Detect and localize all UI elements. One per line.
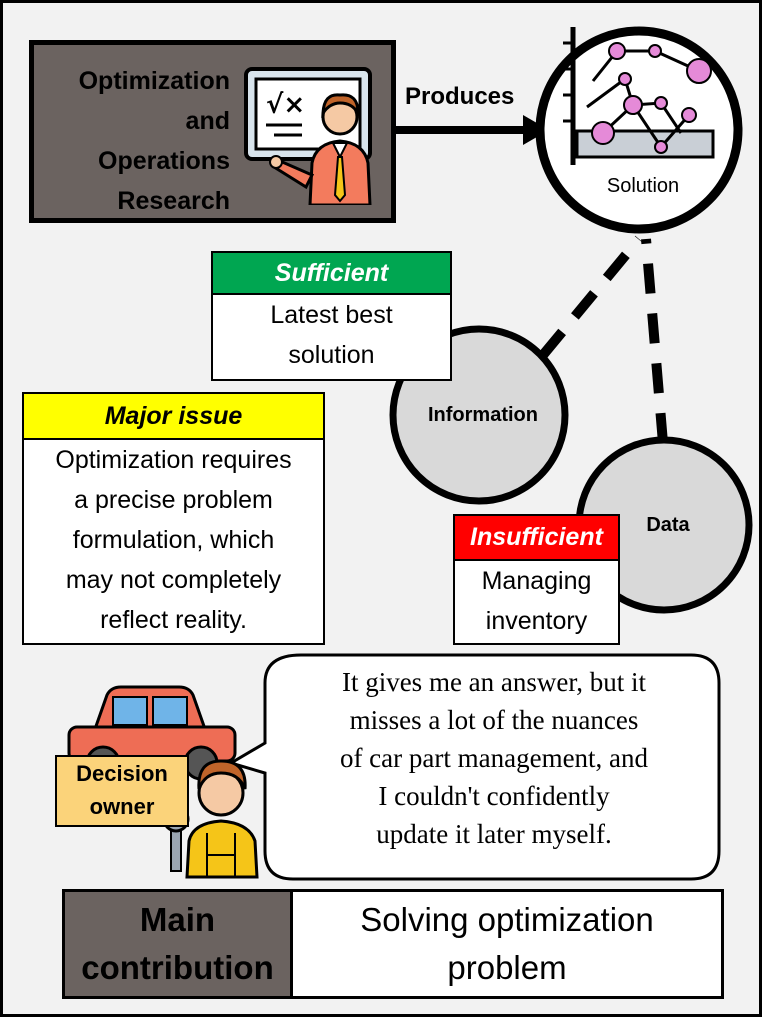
teacher-icon: √× [244,67,372,205]
major-issue-tag-body: Optimization requires a precise problem … [55,446,292,634]
insufficient-tag-body: Managing inventory [481,567,592,635]
mechanic-icon [162,759,259,879]
info-solution-dashed-link [539,235,643,359]
chart-icon [563,27,715,165]
insufficient-tag: Insufficient Managing inventory [453,514,620,645]
speech-bubble [227,653,721,881]
data-node-label: Data [646,514,690,536]
svg-text:√×: √× [266,90,305,120]
data-solution-dashed-link [641,238,668,444]
research-box: Optimization and Operations Research √× [29,40,396,223]
research-box-title: Optimization and Operations Research [78,67,230,215]
decision-owner-label: Decision owner [55,755,189,827]
speech-bubble-text: It gives me an answer, but it misses a l… [339,667,649,849]
sufficient-tag-header: Sufficient [213,253,450,295]
main-contribution-label: Main contribution [65,892,293,996]
information-node-label: Information [428,404,538,426]
sufficient-tag: Sufficient Latest best solution [211,251,452,381]
produces-label: Produces [405,83,515,110]
solution-node-label: Solution [606,175,680,197]
major-issue-tag: Major issue Optimization requires a prec… [22,392,325,645]
main-contribution-value: Solving optimization problem [360,901,654,986]
sufficient-tag-body: Latest best solution [270,301,393,369]
major-issue-tag-header: Major issue [24,394,323,440]
main-contribution-box: Main contribution Solving optimization p… [62,889,724,999]
insufficient-tag-header: Insufficient [455,516,618,561]
